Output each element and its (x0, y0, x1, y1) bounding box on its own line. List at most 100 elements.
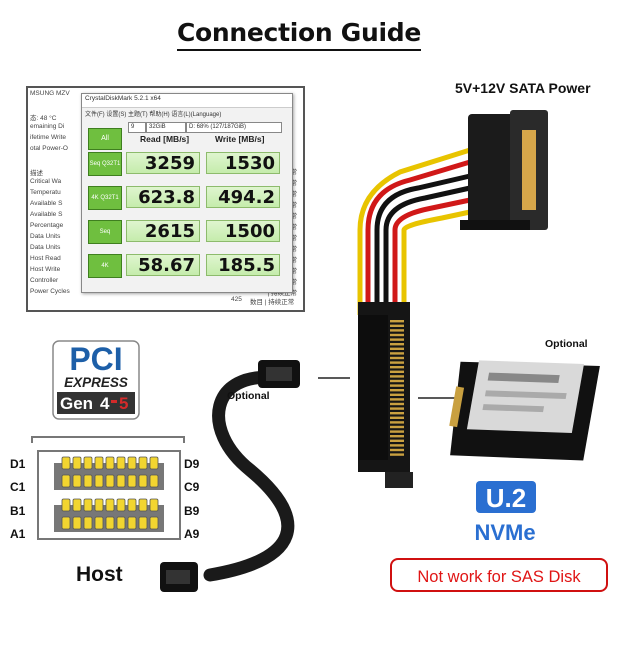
pin-label-right: C9 (184, 480, 200, 494)
write-value: 1500 (206, 220, 280, 242)
connector-pins (61, 456, 159, 530)
pin-label-right: A9 (184, 527, 200, 541)
u2-adapter-card-icon (358, 302, 413, 488)
card-pin (390, 453, 404, 456)
background-row: 描述 (30, 170, 43, 177)
background-row: Available S (30, 211, 63, 218)
page-title: Connection Guide (0, 18, 598, 51)
sata-power-connector-icon (460, 110, 548, 230)
u2-ssd-icon (449, 360, 600, 461)
pci-express-logo: PCI EXPRESS Gen 4 5 (52, 340, 140, 420)
drive-select: D: 68% (127/187GiB) (186, 122, 282, 133)
connector-pin (83, 474, 93, 488)
card-pin (390, 430, 404, 433)
background-row: Data Units (30, 244, 61, 251)
row-label: Seq (88, 220, 122, 244)
connector-pin (83, 516, 93, 530)
connector-pin (105, 456, 115, 470)
read-value: 58.67 (126, 254, 200, 276)
card-pin (390, 352, 404, 355)
connector-pin (127, 498, 137, 512)
background-row: Percentage (30, 222, 64, 229)
background-row: Available S (30, 200, 63, 207)
connector-pin (149, 456, 159, 470)
gen-b: 5 (119, 394, 128, 413)
background-row: Host Write (30, 266, 61, 273)
connector-pin (127, 474, 137, 488)
card-pin (390, 444, 404, 447)
write-value: 494.2 (206, 186, 280, 208)
nvme-text: NVMe (474, 520, 535, 543)
connector-pin (72, 456, 82, 470)
connector-pin (94, 516, 104, 530)
card-pin (390, 416, 404, 419)
host-label: Host (76, 563, 123, 586)
connector-pin (149, 474, 159, 488)
size-select: 32GiB (146, 122, 186, 133)
write-value: 1530 (206, 152, 280, 174)
window-menu: 文件(F) 设置(S) 主题(T) 帮助(H) 语言(L)(Language) (85, 112, 222, 118)
card-pin (390, 398, 404, 401)
connector-pin (94, 498, 104, 512)
pin-label-left: D1 (10, 457, 26, 471)
background-row: Power Cycles (30, 288, 70, 295)
connector-pin (94, 474, 104, 488)
connector-pin (72, 516, 82, 530)
card-pin (390, 366, 404, 369)
card-pin (390, 324, 404, 327)
connector-pin (149, 498, 159, 512)
card-pin (390, 343, 404, 346)
gen-a: 4 (100, 394, 110, 413)
card-pin (390, 333, 404, 337)
connector-pin (116, 516, 126, 530)
card-pin (390, 448, 404, 452)
sata-power-label: 5V+12V SATA Power (455, 80, 591, 96)
row-label: Seq Q32T1 (88, 152, 122, 176)
read-value: 3259 (126, 152, 200, 174)
pci-text: PCI (69, 341, 122, 377)
background-row: Critical Wa (30, 178, 62, 185)
connector-pin (127, 516, 137, 530)
connector-pin (83, 498, 93, 512)
read-value: 623.8 (126, 186, 200, 208)
read-value: 2615 (126, 220, 200, 242)
u2-nvme-logo: U.2 NVMe (474, 481, 536, 543)
pin-label-right: B9 (184, 504, 200, 518)
card-pin (390, 320, 404, 323)
title-text: Connection Guide (176, 18, 421, 51)
background-row: Data Units (30, 233, 61, 240)
hardware-illustration (160, 110, 600, 592)
card-pin (390, 370, 404, 373)
card-pin (390, 425, 404, 429)
card-pin (390, 384, 404, 387)
write-value: 185.5 (206, 254, 280, 276)
card-pin (390, 407, 404, 410)
connector-pin (105, 498, 115, 512)
card-pin (390, 393, 404, 396)
background-row: Host Read (30, 255, 61, 262)
connector-drawing (31, 436, 185, 540)
card-pin (390, 421, 404, 424)
background-row: MSUNG MZV (30, 90, 70, 97)
card-pin (390, 389, 404, 392)
write-header: Write [MB/s] (215, 134, 265, 144)
connector-pin (138, 456, 148, 470)
pin-label-right: D9 (184, 457, 200, 471)
connector-pin (61, 474, 71, 488)
connector-pin (94, 456, 104, 470)
runs-select: 9 (128, 122, 146, 133)
pin-label-left: A1 (10, 527, 26, 541)
background-row: Temperatu (30, 189, 61, 196)
connector-pin (83, 456, 93, 470)
row-label: 4K (88, 254, 122, 278)
window-title: CrystalDiskMark 5.2.1 x64 (82, 94, 292, 108)
all-button: All (88, 128, 122, 150)
pin-label-left: C1 (10, 480, 26, 494)
card-pin (390, 412, 404, 415)
connector-pin (149, 516, 159, 530)
row-label: 4K Q32T1 (88, 186, 122, 210)
connector-pin (116, 498, 126, 512)
u2-text: U.2 (486, 483, 526, 513)
bottom-number: 425 (231, 296, 242, 303)
